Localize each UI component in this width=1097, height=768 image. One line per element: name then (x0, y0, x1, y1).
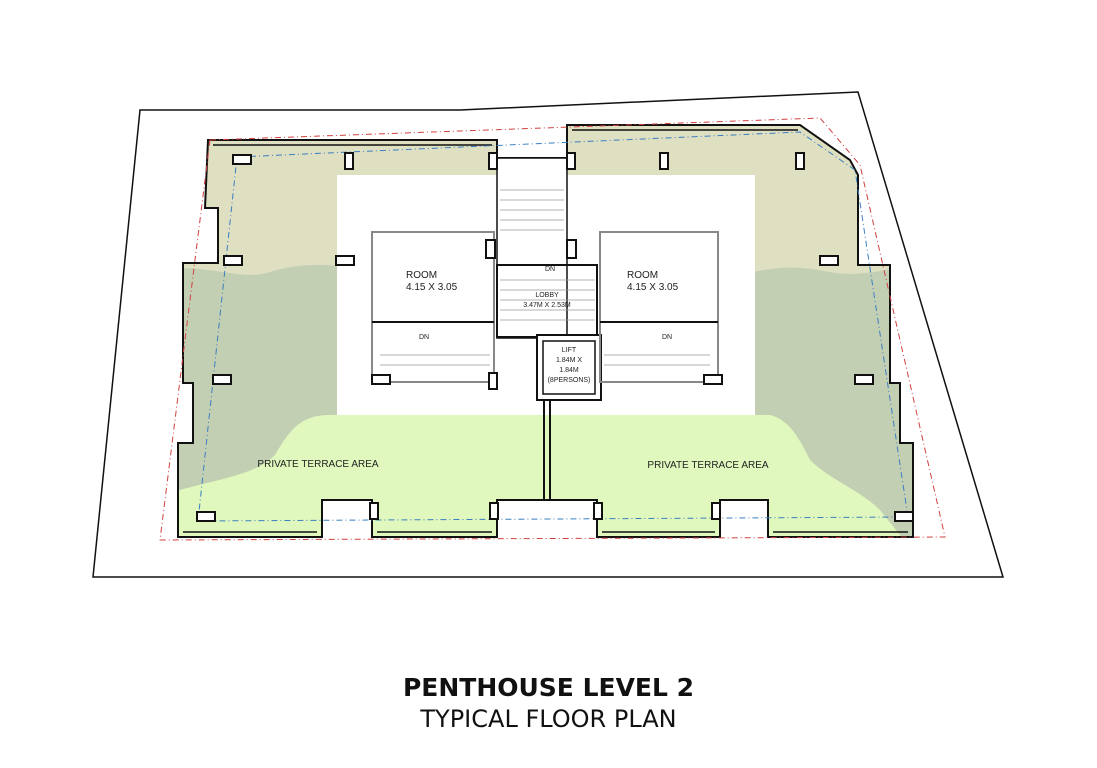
lift-size-1: 1.84M X (556, 357, 582, 364)
stair-dn-left: DN (419, 334, 429, 341)
stair-core (496, 157, 568, 339)
plan-subtitle: TYPICAL FLOOR PLAN (420, 705, 677, 733)
terrace-left-label: PRIVATE TERRACE AREA (257, 459, 378, 470)
lobby-name: LOBBY (535, 292, 559, 299)
columns (196, 152, 914, 522)
room-right (599, 231, 719, 383)
room-right-name: ROOM (627, 270, 658, 281)
lobby-size: 3.47M X 2.53M (523, 302, 571, 309)
terrace-right-label: PRIVATE TERRACE AREA (647, 460, 768, 471)
building-outline (177, 124, 914, 538)
lift-label: LIFT (562, 347, 577, 354)
plan-title: PENTHOUSE LEVEL 2 (402, 673, 695, 702)
lift-shaft (536, 334, 602, 401)
room-right-size: 4.15 X 3.05 (627, 282, 679, 293)
lift-capacity: (8PERSONS) (548, 377, 591, 384)
building-outline-inner (183, 129, 908, 533)
plot-line-red (159, 117, 946, 541)
stair-dn-center: DN (545, 266, 555, 273)
room-left-name: ROOM (406, 270, 437, 281)
stair-dn-right: DN (662, 334, 672, 341)
room-left-size: 4.15 X 3.05 (406, 282, 458, 293)
stair-treads (380, 189, 710, 366)
lift-size-2: 1.84M (559, 367, 579, 374)
site-boundary (92, 91, 1005, 578)
room-left (371, 231, 495, 383)
setback-line-blue (197, 131, 909, 522)
